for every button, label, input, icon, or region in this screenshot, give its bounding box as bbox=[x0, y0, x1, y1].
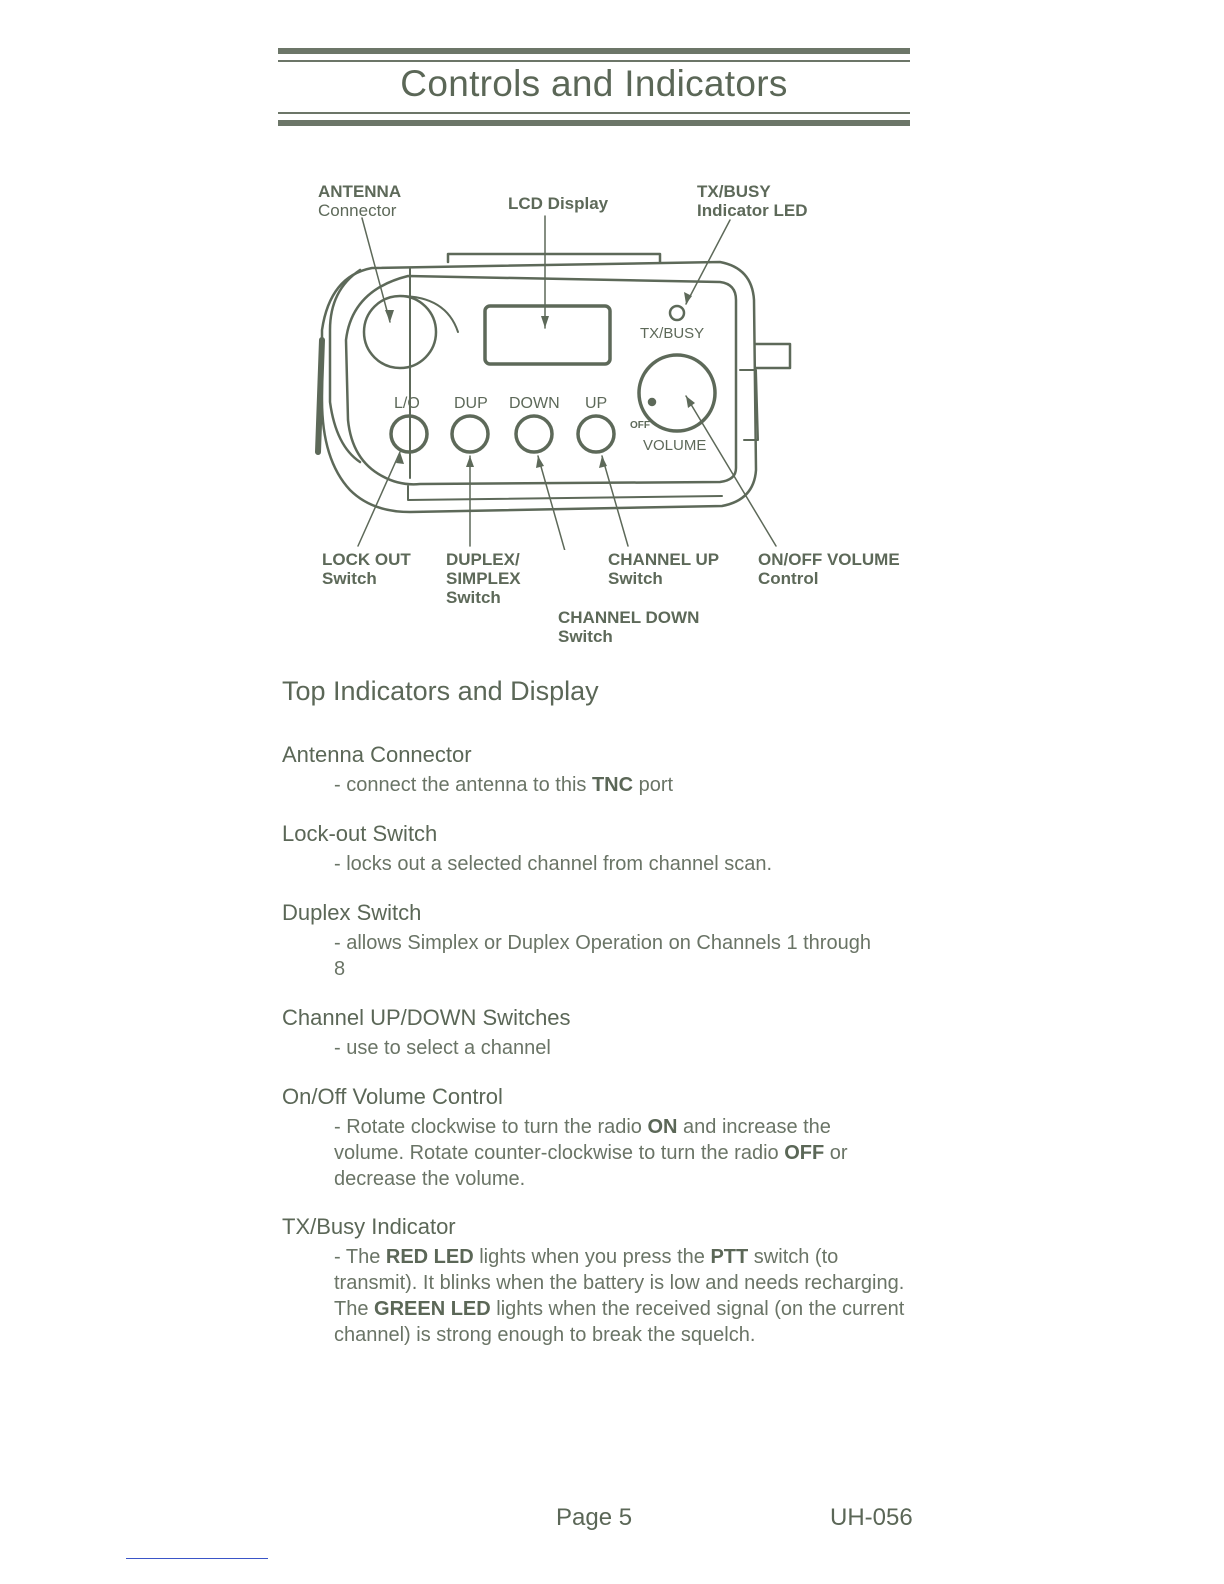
lockout-button bbox=[389, 414, 429, 454]
callout-txbusy: TX/BUSY Indicator LED bbox=[697, 182, 808, 220]
lcd-display bbox=[483, 304, 612, 366]
emphasis: PTT bbox=[710, 1246, 749, 1268]
entry-duplex: Duplex Switch - allows Simplex or Duplex… bbox=[282, 900, 902, 982]
antenna-connector bbox=[362, 294, 438, 370]
radio-right-side bbox=[739, 369, 759, 441]
panel-label-up: UP bbox=[585, 395, 607, 412]
entry-title: TX/Busy Indicator bbox=[282, 1214, 456, 1239]
leader-arrows bbox=[385, 292, 695, 468]
leader-txbusy bbox=[685, 219, 731, 305]
page-title: Controls and Indicators bbox=[400, 63, 788, 104]
emphasis: TNC bbox=[591, 774, 634, 796]
callout-volume: ON/OFF VOLUME Control bbox=[758, 550, 900, 588]
up-button bbox=[576, 414, 616, 454]
entry-body: - connect the antenna to this TNC port bbox=[334, 774, 674, 796]
entry-channel: Channel UP/DOWN Switches - use to select… bbox=[282, 1005, 922, 1061]
callout-lcd: LCD Display bbox=[508, 194, 609, 213]
entry-title: Lock-out Switch bbox=[282, 821, 438, 846]
bottom-rule-thick bbox=[278, 120, 910, 126]
panel-label-volume: VOLUME bbox=[643, 437, 706, 454]
txbusy-led bbox=[668, 304, 686, 322]
entry-body: - locks out a selected channel from chan… bbox=[334, 853, 773, 875]
leader-volume bbox=[685, 395, 777, 547]
leader-antenna bbox=[361, 217, 391, 323]
callout-channel-up: CHANNEL UP Switch bbox=[608, 550, 720, 588]
page-number: Page 5 bbox=[556, 1504, 633, 1531]
callout-duplex: DUPLEX/ SIMPLEX Switch bbox=[446, 550, 521, 607]
entry-body: - The RED LED lights when you press the … bbox=[334, 1246, 905, 1346]
leader-chup bbox=[601, 455, 629, 547]
antenna-collar bbox=[399, 295, 459, 333]
entry-body: - Rotate clockwise to turn the radio ON … bbox=[334, 1116, 848, 1190]
emphasis: OFF bbox=[784, 1142, 825, 1164]
document-code: UH-056 bbox=[830, 1504, 913, 1531]
dup-button bbox=[450, 414, 490, 454]
bottom-rule-thin bbox=[278, 112, 910, 114]
entry-txbusy: TX/Busy Indicator - The RED LED lights w… bbox=[282, 1214, 912, 1348]
entry-title: On/Off Volume Control bbox=[282, 1084, 503, 1109]
radio-body-outer bbox=[320, 260, 758, 514]
volume-knob bbox=[637, 353, 717, 433]
radio-bottom-lip bbox=[407, 485, 723, 501]
down-button bbox=[514, 414, 554, 454]
title-block: Controls and Indicators bbox=[278, 48, 910, 128]
volume-knob-dot bbox=[647, 397, 657, 407]
radio-face bbox=[344, 274, 738, 486]
section-title: Top Indicators and Display bbox=[282, 676, 599, 706]
radio-right-clip bbox=[754, 342, 792, 370]
emphasis: ON bbox=[647, 1116, 678, 1138]
callout-antenna: ANTENNA Connector bbox=[318, 182, 402, 220]
top-rule-thick bbox=[278, 48, 910, 54]
radio-top-rim bbox=[446, 252, 662, 264]
callout-channel-down: CHANNEL DOWN Switch bbox=[558, 608, 700, 646]
entry-title: Duplex Switch bbox=[282, 900, 422, 925]
entry-antenna: Antenna Connector - connect the antenna … bbox=[282, 742, 922, 798]
entry-lockout: Lock-out Switch - locks out a selected c… bbox=[282, 821, 922, 877]
entry-title: Antenna Connector bbox=[282, 742, 472, 767]
leader-chdown bbox=[537, 455, 566, 550]
entry-body: - use to select a channel bbox=[334, 1037, 551, 1059]
link-underline bbox=[126, 1558, 268, 1559]
radio-left-strap bbox=[315, 337, 325, 455]
panel-label-txbusy: TX/BUSY bbox=[640, 325, 704, 342]
leader-lockout bbox=[357, 451, 401, 547]
emphasis: GREEN LED bbox=[374, 1298, 491, 1320]
emphasis: RED LED bbox=[385, 1246, 474, 1268]
panel-label-down: DOWN bbox=[509, 395, 560, 412]
radio-left-bulge bbox=[328, 268, 362, 464]
leader-lines bbox=[357, 215, 777, 550]
entry-body: - allows Simplex or Duplex Operation on … bbox=[334, 932, 871, 980]
panel-label-lo: L/O bbox=[394, 395, 420, 412]
top-rule-thin bbox=[278, 60, 910, 62]
panel-label-off: OFF bbox=[630, 420, 650, 431]
radio-diagram: L/O DUP DOWN UP TX/BUSY OFF VOLUME bbox=[315, 215, 792, 550]
callout-lockout: LOCK OUT Switch bbox=[322, 550, 411, 588]
entry-volume: On/Off Volume Control - Rotate clockwise… bbox=[282, 1084, 892, 1192]
entry-title: Channel UP/DOWN Switches bbox=[282, 1005, 571, 1030]
panel-label-dup: DUP bbox=[454, 395, 488, 412]
